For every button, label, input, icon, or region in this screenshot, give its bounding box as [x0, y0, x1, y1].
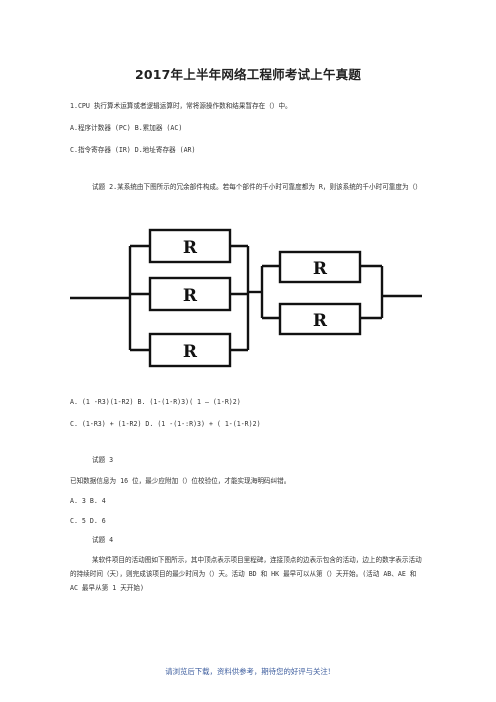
component-label: R: [183, 342, 198, 362]
component-r-box: [278, 302, 362, 336]
component-r-box: [148, 276, 232, 312]
question-3-options-cd: C. 5 D. 6: [70, 517, 106, 525]
question-1-options-ab: A.程序计数器 (PC) B.累加器 (AC): [70, 124, 183, 132]
download-footer: 请浏览后下载，资料供参考，期待您的好评与关注!: [165, 667, 331, 676]
component-r-box: [278, 250, 362, 284]
question-1-options-cd: C.指令寄存器 (IR) D.地址寄存器 (AR): [70, 146, 196, 154]
component-r-box: [148, 332, 232, 368]
question-2-options-cd: C. (1-R3) + (1-R2) D. (1 -(1-:R)3) + ( 1…: [70, 420, 261, 428]
question-3-label: 试题 3: [92, 456, 114, 464]
question-3-stem: 已知数据信息为 16 位，最少应附加（）位校验位，才能实现海明码纠错。: [70, 477, 291, 485]
redundancy-diagram: R R R R R: [70, 228, 422, 368]
question-2-stem: 试题 2.某系统由下图所示的冗余部件构成。若每个部件的千小时可靠度都为 R，则该…: [92, 183, 422, 191]
question-2-options-ab: A. (1 -R3)(1-R2) B. (1-(1-R)3)( 1 — (1-R…: [70, 398, 241, 406]
question-1-stem: 1.CPU 执行算术运算或者逻辑运算时，常将源操作数和结果暂存在（）中。: [70, 102, 292, 110]
component-label: R: [313, 311, 328, 331]
component-r-box: [148, 228, 232, 264]
component-label: R: [183, 286, 198, 306]
question-4-stem: 某软件项目的活动图如下图所示，其中顶点表示项目里程碑，连接顶点的边表示包含的活动…: [70, 556, 422, 592]
page-title: 2017年上半年网络工程师考试上午真题: [134, 67, 362, 82]
component-label: R: [183, 238, 198, 258]
question-3-options-ab: A. 3 B. 4: [70, 497, 106, 505]
question-4-label: 试题 4: [92, 536, 114, 544]
component-label: R: [313, 259, 328, 279]
